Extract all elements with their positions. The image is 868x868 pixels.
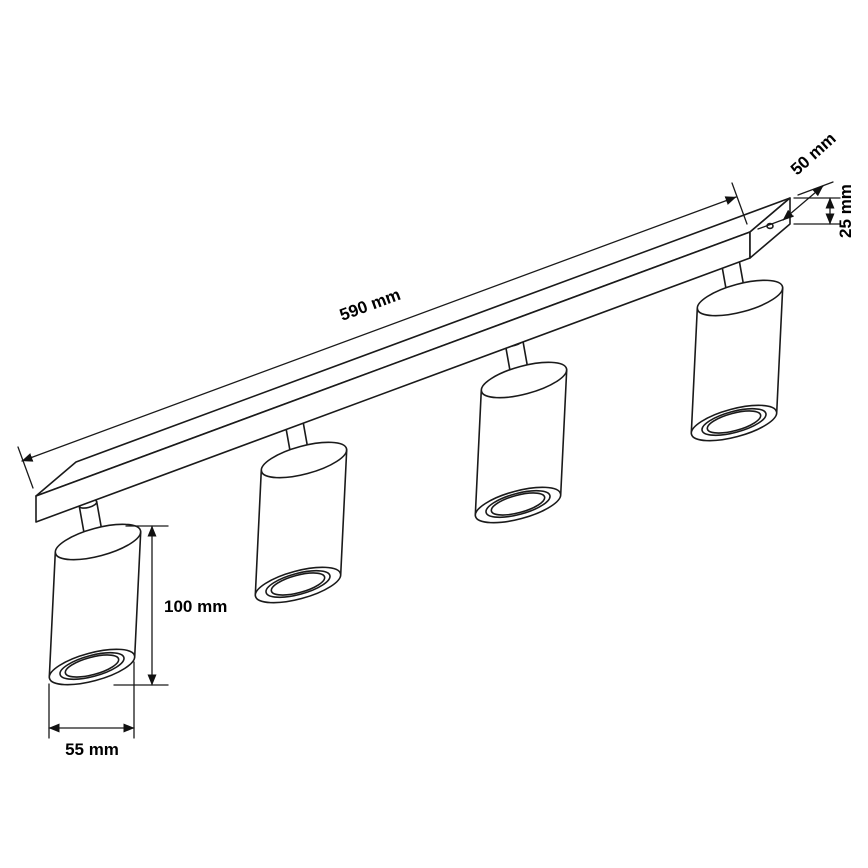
spotlight-2: [251, 434, 351, 611]
extension-line: [17, 446, 34, 489]
dim-spot-diameter: [48, 661, 135, 739]
label-spot-height: 100 mm: [164, 597, 227, 616]
dim-bar-width: [757, 181, 834, 230]
label-bar-length: 590 mm: [337, 285, 403, 325]
dim-bar-height: [793, 197, 841, 225]
bar-top-face: [35, 197, 791, 497]
extension-line: [731, 182, 748, 225]
dimension-arrow-line: [21, 196, 737, 462]
dimension-annotations: [17, 181, 841, 739]
label-spot-diameter: 55 mm: [65, 740, 119, 759]
dimension-arrow-line: [782, 185, 824, 221]
mounting-bar: [35, 197, 791, 523]
bar-front-face: [35, 231, 751, 523]
drawing-lines: [17, 181, 841, 739]
dim-spot-height: [113, 525, 169, 686]
spotlight-1: [45, 516, 145, 693]
spotlight-3: [471, 354, 571, 531]
dim-bar-length: [17, 182, 748, 489]
spotlight-4: [687, 272, 787, 449]
label-bar-height: 25 mm: [836, 184, 855, 238]
label-bar-width: 50 mm: [787, 129, 840, 179]
